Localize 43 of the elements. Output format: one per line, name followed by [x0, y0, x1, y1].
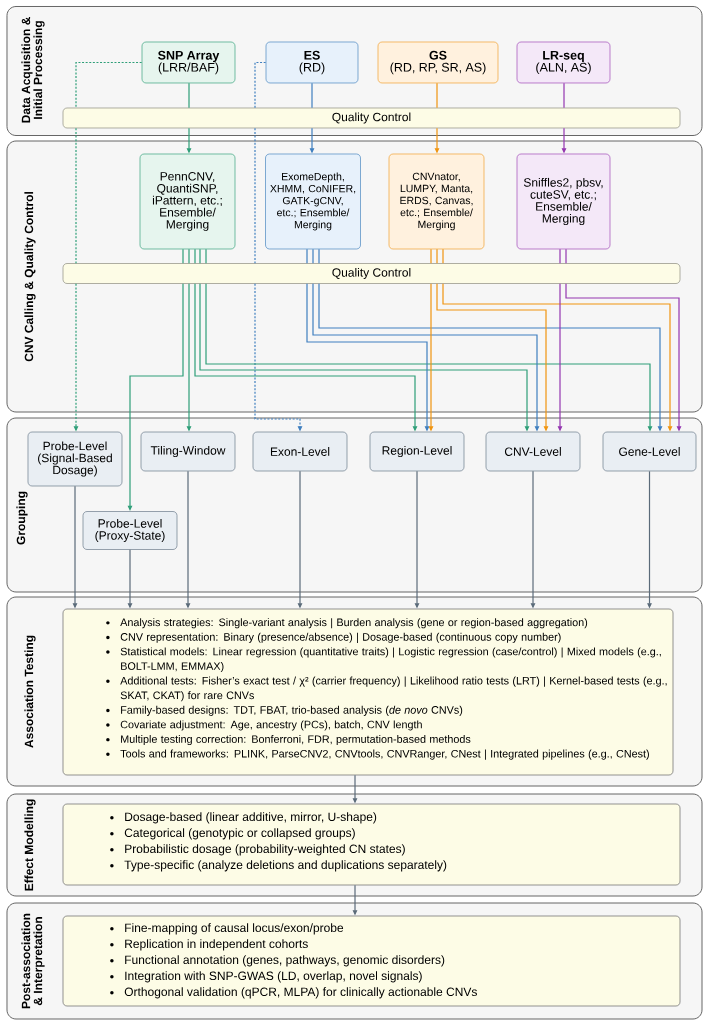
- list-item: Dosage-based (linear additive, mirror, U-shape): [110, 812, 377, 824]
- tool-box: PennCNV, QuantiSNP, iPattern, etc.; Ensemble/ Merging: [139, 153, 236, 250]
- quality-control-bar: Quality Control: [62, 263, 681, 284]
- list-item: Fine-mapping of causal locus/exon/probe: [110, 923, 344, 935]
- list-item: Functional annotation (genes, pathways, genomic disorders): [110, 955, 445, 967]
- tool-box: ExomeDepth, XHMM, CoNIFER, GATK-gCNV, etc.; Ensemble/ Merging: [265, 153, 361, 250]
- list-box: [62, 915, 681, 1007]
- list-item: Statistical models: Linear regression (quantitative traits) | Logistic regression (case/control) | Mixed models (e.g., BOLT-LMM, EMMAX): [106, 647, 661, 673]
- tool-box: Sniffles2, pbsv, cuteSV, etc.; Ensemble/ Merging: [516, 153, 611, 250]
- list-box: [62, 803, 681, 886]
- grouping-box: Gene-Level: [602, 431, 697, 472]
- list-item: Orthogonal validation (qPCR, MLPA) for clinically actionable CNVs: [110, 987, 477, 999]
- section-heading: Association Testing: [24, 635, 36, 748]
- grouping-box: Probe-Level (Proxy-State): [82, 511, 178, 550]
- data-source-box: SNP Array (LRR/BAF): [141, 41, 236, 84]
- list-box: [62, 608, 674, 776]
- data-source-box: GS (RD, RP, SR, AS): [377, 41, 499, 84]
- list-item: Integration with SNP-GWAS (LD, overlap, novel signals): [110, 971, 422, 983]
- grouping-box: Probe-Level (Signal-Based Dosage): [27, 431, 123, 487]
- section-heading: Grouping: [16, 491, 28, 545]
- tool-box: CNVnator, LUMPY, Manta, ERDS, Canvas, etc.; Ensemble/ Merging: [388, 153, 485, 250]
- list-item: Replication in independent cohorts: [110, 939, 308, 951]
- section-heading: Post-association & Interpretation: [21, 913, 45, 1009]
- grouping-box: CNV-Level: [485, 431, 581, 472]
- list-item: CNV representation: Binary (presence/absence) | Dosage-based (continuous copy number): [106, 632, 561, 643]
- list-item: Probabilistic dosage (probability-weighted CN states): [110, 844, 405, 856]
- list-item: Type-specific (analyze deletions and duplications separately): [110, 860, 447, 872]
- grouping-box: Exon-Level: [252, 431, 348, 472]
- section-heading: Effect Modelling: [24, 799, 36, 891]
- list-item: Family-based designs: TDT, FBAT, trio-based analysis (de novo CNVs): [106, 705, 463, 716]
- list-item: Multiple testing correction: Bonferroni, FDR, permutation-based methods: [106, 735, 471, 746]
- section-heading: CNV Calling & Quality Control: [24, 192, 36, 362]
- list-item: Covariate adjustment: Age, ancestry (PCs), batch, CNV length: [106, 720, 422, 731]
- arrow: [127, 283, 184, 511]
- list-item: Tools and frameworks: PLINK, ParseCNV2, CNVtools, CNVRanger, CNest | Integrated pipelines (e.g., CNest): [106, 749, 649, 760]
- list-item: Analysis strategies: Single-variant analysis | Burden analysis (gene or region-based aggregation): [106, 618, 588, 629]
- list-item: Categorical (genotypic or collapsed groups): [110, 828, 355, 840]
- grouping-box: Tiling-Window: [140, 431, 236, 472]
- data-source-box: ES (RD): [265, 41, 359, 84]
- grouping-box: Region-Level: [369, 431, 465, 472]
- data-source-box: LR-seq (ALN, AS): [516, 41, 611, 84]
- quality-control-bar: Quality Control: [62, 107, 681, 129]
- section-heading: Data Acquisition & Initial Processing: [21, 17, 45, 123]
